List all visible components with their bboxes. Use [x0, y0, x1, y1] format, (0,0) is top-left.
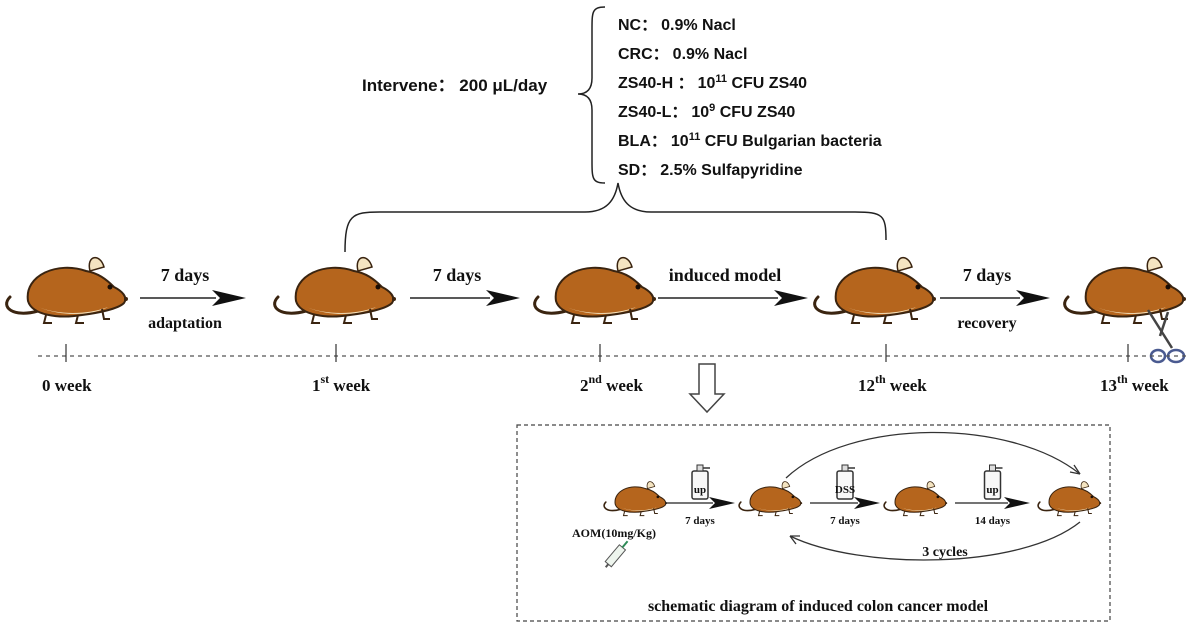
mouse-icon — [738, 480, 803, 517]
timeline-arrows: 7 days adaptation 7 days induced model 7 day… — [140, 265, 1050, 332]
mouse-icon — [1037, 480, 1102, 517]
bottle-label: up — [986, 484, 998, 496]
timeline-arrow: induced model — [658, 265, 808, 306]
mouse-icon — [5, 256, 130, 325]
schematic-title: schematic diagram of induced colon cance… — [648, 598, 989, 615]
step-days-label: 7 days — [830, 515, 860, 527]
treatment-group: ZS40-H ：1011 CFU ZS40 — [618, 73, 807, 92]
step-days-label: 14 days — [975, 515, 1011, 527]
arrow-top-label: 7 days — [433, 265, 482, 285]
arrow-top-label: 7 days — [161, 265, 210, 285]
treatment-group: ZS40-L：109 CFU ZS40 — [618, 102, 795, 121]
arrow-top-label: 7 days — [963, 265, 1012, 285]
bottle-label: DSS — [835, 484, 855, 496]
week-label: 2nd week — [580, 372, 643, 395]
treatment-group: NC：0.9% Nacl — [618, 17, 736, 34]
intervene-label: Intervene： 200 μL/day — [362, 76, 548, 95]
timeline-arrow: 7 days recovery — [940, 265, 1050, 332]
schematic-step: up 14 days — [955, 464, 1030, 527]
timeline-arrow: 7 days adaptation — [140, 265, 246, 332]
cycle-arc-top — [785, 431, 1081, 479]
syringe-icon — [604, 540, 629, 568]
mouse-icon — [883, 480, 948, 517]
schematic-step: DSS 7 days — [810, 464, 880, 527]
aom-label: AOM(10mg/Kg) — [572, 526, 656, 540]
group-brace — [577, 6, 606, 184]
timeline-arrow: 7 days — [410, 265, 520, 306]
treatment-group: BLA：1011 CFU Bulgarian bacteria — [618, 131, 882, 150]
week-label: 13th week — [1100, 372, 1169, 395]
mouse-icon — [813, 256, 938, 325]
cycles-label: 3 cycles — [922, 545, 968, 560]
treatment-group: CRC：0.9% Nacl — [618, 46, 747, 63]
mouse-icon — [273, 256, 398, 325]
treatment-group: SD：2.5% Sulfapyridine — [618, 162, 803, 179]
arrow-bottom-label: recovery — [957, 315, 1016, 332]
schematic-step: up 7 days — [665, 464, 735, 527]
intervention-period-brace — [344, 182, 887, 253]
arrow-bottom-label: adaptation — [148, 315, 222, 332]
mouse-icon — [603, 480, 668, 517]
arrow-top-label: induced model — [669, 265, 782, 285]
schematic-box — [516, 424, 1111, 622]
scissors-icon — [1146, 309, 1186, 364]
expand-arrow — [688, 363, 726, 414]
timeline-ticks: 0 week 1st week 2nd week 12th week 13th week — [42, 344, 1169, 395]
bottle-label: up — [694, 484, 706, 496]
schematic-steps: up 7 days DSS 7 days up 14 days — [665, 464, 1030, 527]
week-label: 1st week — [312, 372, 371, 395]
week-label: 12th week — [858, 372, 927, 395]
week-label: 0 week — [42, 376, 92, 395]
mouse-icon — [533, 256, 658, 325]
cycle-arc-bottom — [789, 521, 1081, 561]
step-days-label: 7 days — [685, 515, 715, 527]
